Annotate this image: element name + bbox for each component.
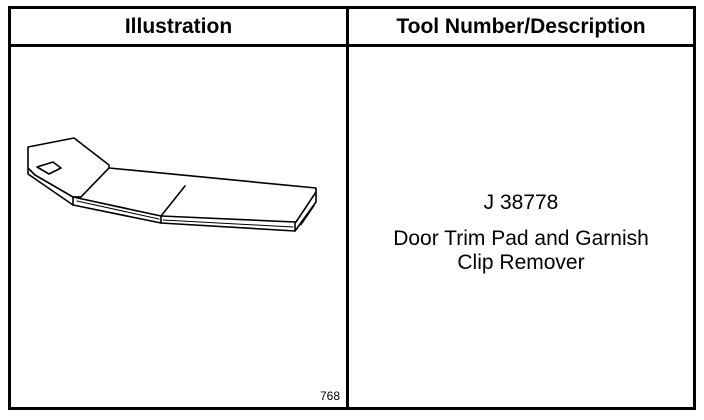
tool-name-line-1: Door Trim Pad and Garnish xyxy=(393,227,649,250)
tool-name: Door Trim Pad and Garnish Clip Remover xyxy=(349,227,693,275)
illustration-cell: 768 xyxy=(11,47,346,407)
clip-remover-tool-drawing-icon xyxy=(27,137,317,232)
column-divider xyxy=(346,9,349,407)
table-header-row: Illustration Tool Number/Description xyxy=(11,9,693,47)
tool-table: Illustration Tool Number/Description 7 xyxy=(8,6,696,410)
tool-number: J 38778 xyxy=(483,191,559,214)
description-cell: J 38778 Door Trim Pad and Garnish Clip R… xyxy=(349,47,693,407)
tool-name-line-2: Clip Remover xyxy=(457,251,585,274)
figure-number: 768 xyxy=(319,389,340,403)
header-illustration: Illustration xyxy=(124,14,233,38)
header-tool-description: Tool Number/Description xyxy=(396,14,646,38)
